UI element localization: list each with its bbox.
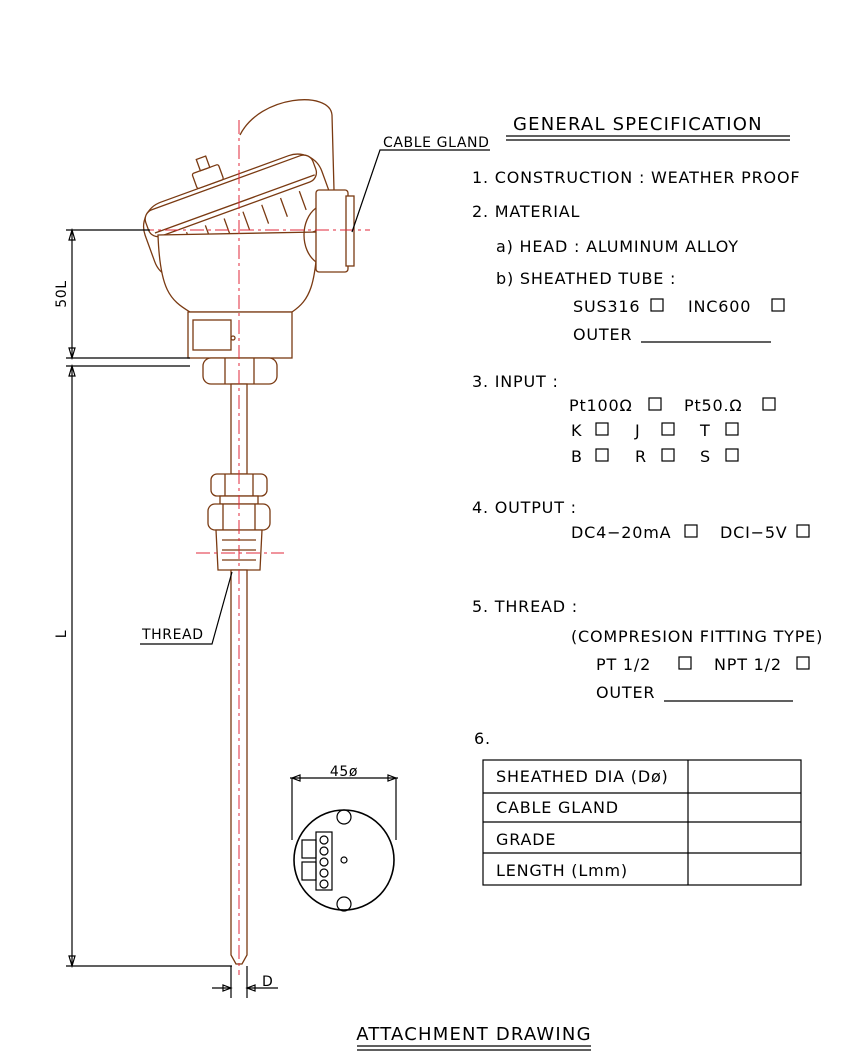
name-plate: [192, 319, 232, 351]
checkbox-pt50[interactable]: [762, 397, 776, 411]
checkbox-s[interactable]: [725, 448, 739, 462]
thread-callout: THREAD: [140, 571, 233, 645]
dim-50l-label: 50L: [54, 280, 70, 307]
spec-thread: 5. THREAD :: [472, 597, 578, 616]
option-dc420: DC4−20mA: [571, 523, 671, 542]
dimension-50l: 50L: [54, 227, 190, 361]
spec-title: GENERAL SPECIFICATION: [513, 114, 763, 135]
terminal-disc: [293, 809, 395, 911]
option-pt100: Pt100Ω: [569, 396, 633, 415]
checkbox-r[interactable]: [661, 448, 675, 462]
head-wire: [239, 99, 335, 191]
sensor-head-drawing: [142, 99, 355, 385]
spec-head: a) HEAD : ALUMINUM ALLOY: [496, 237, 739, 256]
checkbox-dc420[interactable]: [684, 524, 698, 538]
footer-title-group: ATTACHMENT DRAWING: [356, 1024, 591, 1051]
option-s: S: [700, 447, 711, 466]
spec-construction: 1. CONSTRUCTION : WEATHER PROOF: [472, 168, 800, 187]
option-pt12: PT 1/2: [596, 655, 651, 674]
head-body: [157, 231, 319, 313]
outer-label-2: OUTER: [596, 683, 655, 702]
checkbox-pt12[interactable]: [678, 656, 692, 670]
cable-gland-label: CABLE GLAND: [383, 135, 489, 151]
table-row: CABLE GLAND: [496, 798, 619, 817]
dim-d-label: D: [262, 974, 273, 990]
option-b: B: [571, 447, 583, 466]
table-row: GRADE: [496, 830, 556, 849]
checkbox-j[interactable]: [661, 422, 675, 436]
option-inc600: INC600: [688, 297, 751, 316]
terminal-block-detail: 45ø: [290, 764, 398, 912]
cable-gland-boss: [315, 189, 349, 273]
spec-6: 6.: [474, 729, 491, 748]
option-sus316: SUS316: [573, 297, 640, 316]
checkbox-sus316[interactable]: [650, 298, 664, 312]
checkbox-inc600[interactable]: [771, 298, 785, 312]
option-j: J: [634, 421, 641, 440]
table-row-label: GRADE: [496, 830, 556, 849]
sheath-lower: [230, 569, 248, 965]
specification-panel: GENERAL SPECIFICATION 1. CONSTRUCTION : …: [472, 114, 823, 886]
checkbox-t[interactable]: [725, 422, 739, 436]
spec-input: 3. INPUT :: [472, 372, 559, 391]
table-row: SHEATHED DIA (Dø): [496, 767, 669, 786]
table-row-label: SHEATHED DIA (Dø): [496, 767, 669, 786]
checkbox-k[interactable]: [595, 422, 609, 436]
option-r: R: [635, 447, 647, 466]
dimension-l: L: [54, 363, 232, 969]
cable-gland-nut: [345, 195, 355, 267]
hex-nut-top: [202, 357, 278, 385]
fitting-type: (COMPRESION FITTING TYPE): [571, 627, 823, 646]
checkbox-pt100[interactable]: [648, 397, 662, 411]
footer-title: ATTACHMENT DRAWING: [356, 1024, 591, 1045]
spec-table: SHEATHED DIA (Dø) CABLE GLAND GRADE LENG…: [482, 759, 802, 886]
option-npt12: NPT 1/2: [714, 655, 782, 674]
spec-output: 4. OUTPUT :: [472, 498, 577, 517]
thread-label: THREAD: [141, 627, 204, 643]
outer-label-1: OUTER: [573, 325, 632, 344]
option-pt50: Pt50.Ω: [684, 396, 742, 415]
option-t: T: [699, 421, 711, 440]
checkbox-dc15[interactable]: [796, 524, 810, 538]
option-k: K: [571, 421, 582, 440]
dimension-d: D: [212, 966, 278, 998]
spec-sheathed-tube: b) SHEATHED TUBE :: [496, 269, 676, 288]
table-row: LENGTH (Lmm): [496, 861, 628, 880]
option-dc15: DCI−5V: [720, 523, 788, 542]
table-row-label: CABLE GLAND: [496, 798, 619, 817]
dim-45-label: 45ø: [330, 764, 358, 780]
checkbox-b[interactable]: [595, 448, 609, 462]
checkbox-npt12[interactable]: [796, 656, 810, 670]
dim-l-label: L: [54, 630, 70, 638]
cable-gland-callout: CABLE GLAND: [351, 135, 490, 233]
table-row-label: LENGTH (Lmm): [496, 861, 628, 880]
spec-material: 2. MATERIAL: [472, 202, 580, 221]
